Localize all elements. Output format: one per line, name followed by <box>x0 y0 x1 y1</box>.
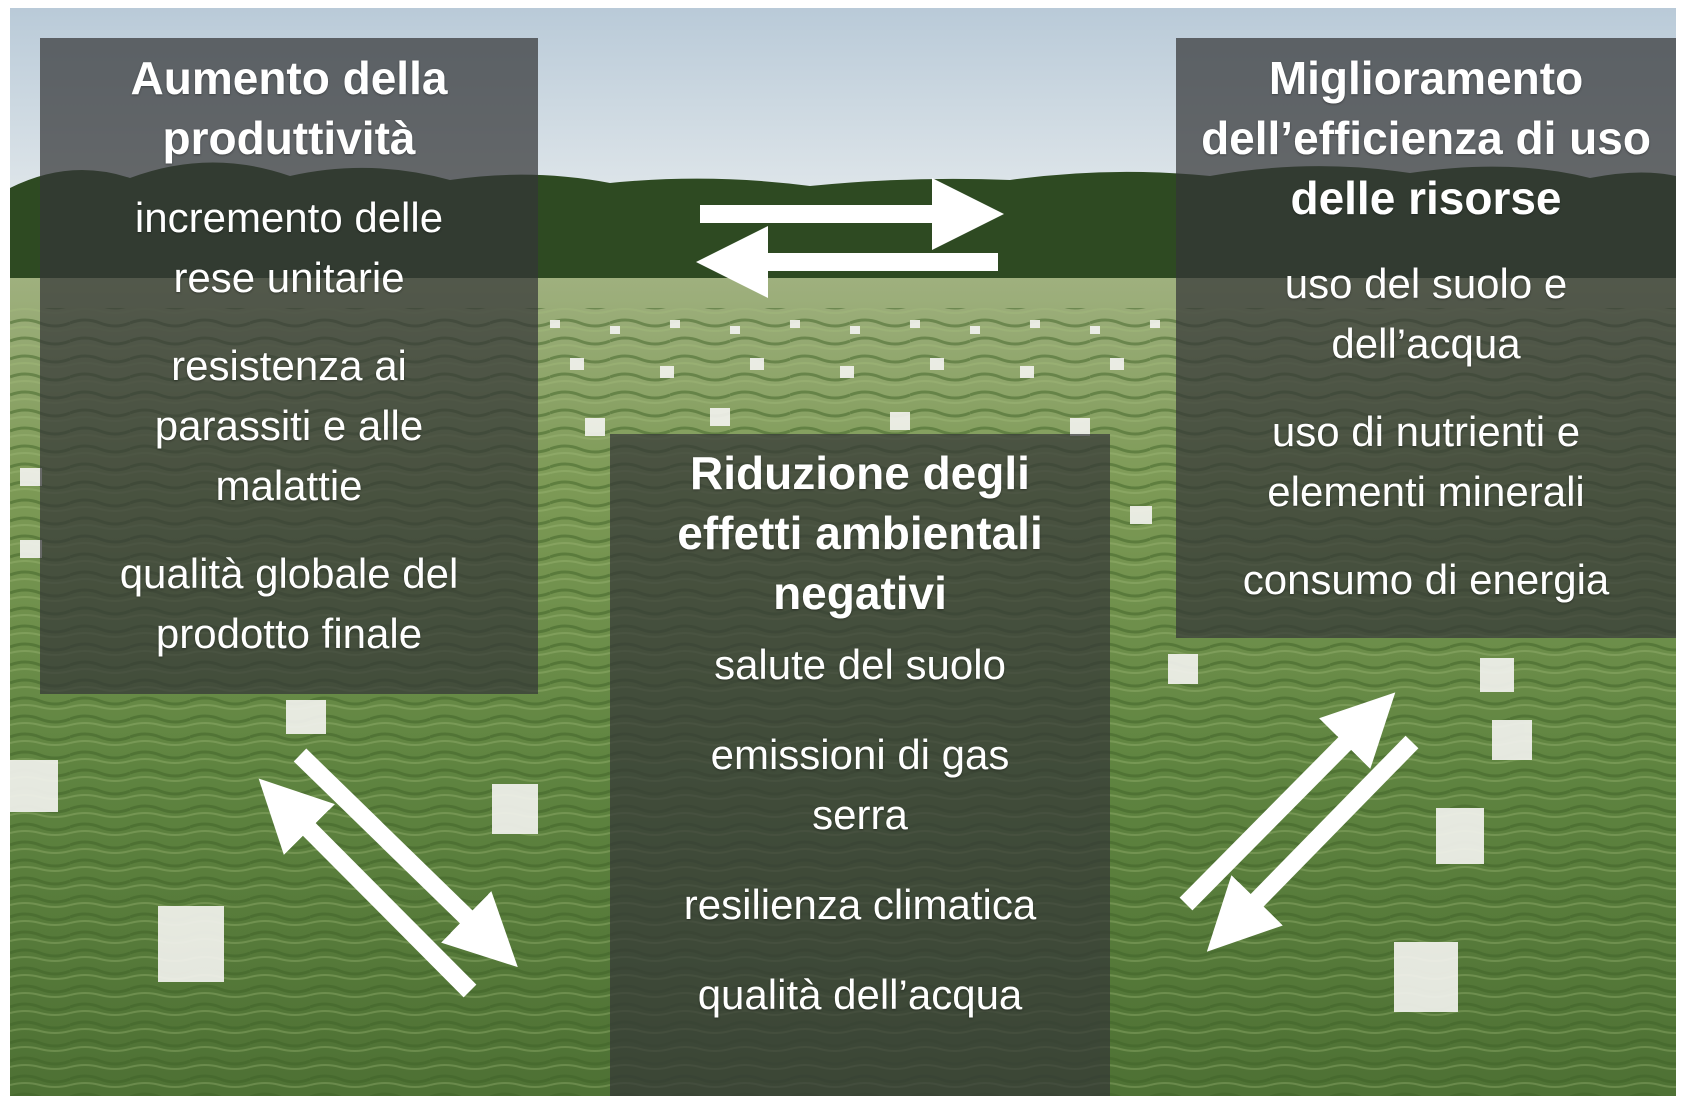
environment-item-emissions: emissioni di gas serra <box>710 731 1010 838</box>
environment-list: salute del suolo emissioni di gas serra … <box>610 635 1110 1025</box>
environment-item-water-quality: qualità dell’acqua <box>697 971 1023 1018</box>
efficiency-panel: Miglioramento dell’efficienza di uso del… <box>1176 38 1676 638</box>
environment-title: Riduzione degli effetti ambientali negat… <box>677 447 1043 619</box>
productivity-list: incremento delle rese unitarie resistenz… <box>40 188 538 664</box>
environment-item-soil-health: salute del suolo <box>714 641 1006 688</box>
efficiency-list: uso del suolo e dell’acqua uso di nutrie… <box>1176 254 1676 610</box>
efficiency-item-energy: consumo di energia <box>1242 556 1610 603</box>
productivity-item-resistance: resistenza ai parassiti e alle malattie <box>154 342 424 509</box>
diagram-canvas: Aumento della produttività incremento de… <box>10 8 1676 1096</box>
efficiency-title: Miglioramento dell’efficienza di uso del… <box>1201 52 1651 224</box>
productivity-title: Aumento della produttività <box>130 52 448 164</box>
environment-item-resilience: resilienza climatica <box>683 881 1037 928</box>
productivity-item-quality: qualità globale del prodotto finale <box>119 550 459 657</box>
productivity-item-yields: incremento delle rese unitarie <box>134 194 444 301</box>
productivity-panel: Aumento della produttività incremento de… <box>40 38 538 694</box>
environment-panel: Riduzione degli effetti ambientali negat… <box>610 434 1110 1096</box>
pollination-bags <box>10 320 1532 1012</box>
efficiency-item-nutrients: uso di nutrienti e elementi minerali <box>1267 408 1585 515</box>
efficiency-item-soil-water: uso del suolo e dell’acqua <box>1284 260 1568 367</box>
